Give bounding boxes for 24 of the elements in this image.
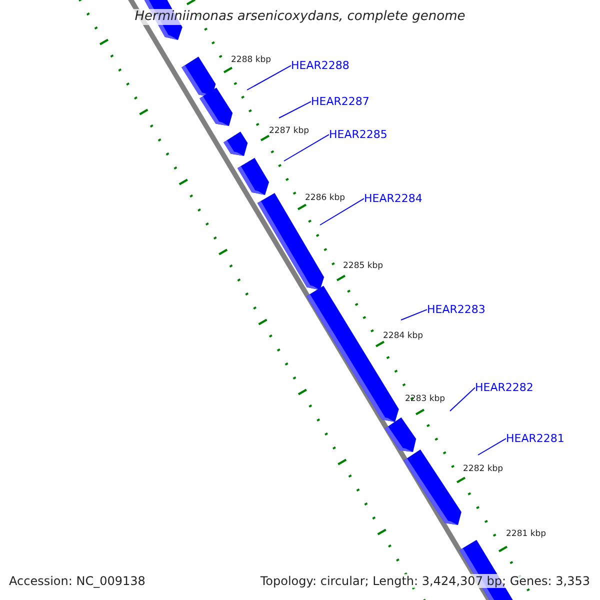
gene-label: HEAR2283	[427, 303, 486, 316]
tick-label: 2285 kbp	[343, 261, 384, 272]
gene-label: HEAR2282	[475, 381, 534, 394]
tick-label: 2287 kbp	[269, 126, 310, 136]
tick-label: 2286 kbp	[305, 193, 346, 204]
gene-label: HEAR2288	[291, 59, 350, 72]
tick-label: 2284 kbp	[383, 331, 424, 342]
gene-label: HEAR2287	[311, 95, 370, 108]
leader-line	[284, 134, 330, 162]
leader-line	[450, 387, 476, 412]
gene-label: HEAR2285	[329, 128, 388, 142]
leader-line	[320, 198, 364, 226]
leader-line	[400, 309, 428, 320]
footer-text: Topology: circular; Length: 3,424,307 bp; Genes: 3,353	[258, 574, 592, 588]
tick-label: 2282 kbp	[463, 464, 504, 474]
footer-text: Accession: NC_009138	[7, 574, 148, 588]
leader-line	[478, 438, 506, 456]
gene-label: HEAR2281	[506, 432, 564, 446]
tick-label: 2288 kbp	[231, 55, 272, 66]
leader-line	[246, 65, 292, 90]
gene-label: HEAR2284	[364, 192, 422, 206]
tick-label: 2281 kbp	[506, 529, 546, 540]
leader-line	[278, 101, 312, 118]
tick-label: 2283 kbp	[405, 394, 446, 404]
